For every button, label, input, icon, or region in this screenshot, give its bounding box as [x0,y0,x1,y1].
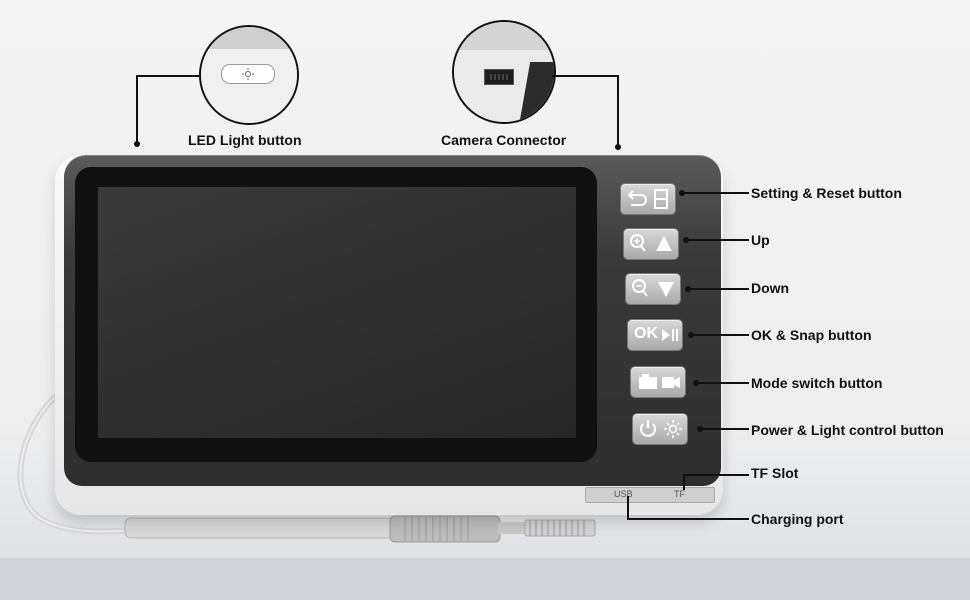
leader-line [696,382,749,384]
display-screen [98,187,576,438]
tf-slot-label: TF [674,489,685,499]
label-ok-snap: OK & Snap button [751,327,872,343]
leader-line [688,288,749,290]
label-camera-connector: Camera Connector [441,132,567,148]
led-light-button[interactable] [221,64,275,84]
leader-dot [134,141,140,147]
zoom-in-icon [630,234,646,252]
label-down: Down [751,280,790,296]
leader-dot [697,426,703,432]
camera-callout-circle [452,20,556,124]
video-camera-icon [662,377,680,388]
label-up: Up [751,232,770,248]
probe-cable [17,393,168,535]
leader-dot [688,332,694,338]
leader-line [682,192,749,194]
leader-line [683,474,685,490]
led-callout-circle [199,25,299,125]
back-icon [628,190,647,206]
setting-reset-button[interactable] [620,183,676,215]
label-power-light: Power & Light control button [751,422,944,438]
mode-switch-button[interactable] [630,366,686,398]
label-mode-switch: Mode switch button [751,375,883,391]
leader-line [683,474,749,476]
leader-line [552,75,618,77]
port-strip: USB TF [585,487,715,503]
floor-shadow [0,558,970,600]
label-led-light: LED Light button [188,132,302,148]
led-icon [242,68,254,80]
leader-line [136,75,199,77]
usb-port-label: USB [614,489,633,499]
probe-tube [124,515,596,543]
play-pause-icon [662,329,678,341]
light-icon [664,420,682,438]
leader-line [136,75,138,145]
down-triangle-icon [658,282,674,297]
leader-dot [685,286,691,292]
zoom-out-icon [632,279,648,297]
leader-line [691,334,749,336]
leader-line [700,428,749,430]
leader-dot [679,190,685,196]
ok-snap-button[interactable]: OK [627,319,683,351]
leader-line [627,518,749,520]
sd-card-icon [654,189,668,209]
leader-dot [693,380,699,386]
leader-line [617,75,619,147]
down-button[interactable] [625,273,681,305]
leader-dot [615,144,621,150]
leader-line [627,496,629,520]
leader-dot [683,237,689,243]
up-triangle-icon [656,236,672,251]
leader-line [686,239,749,241]
label-tf-slot: TF Slot [751,465,799,481]
photo-icon [639,374,657,389]
label-charging-port: Charging port [751,511,844,527]
up-button[interactable] [623,228,679,260]
camera-connector-port[interactable] [484,69,514,85]
power-light-button[interactable] [632,413,688,445]
label-setting-reset: Setting & Reset button [751,185,902,201]
camera-port-icon [490,74,508,80]
power-icon [640,420,656,437]
ok-label: OK [634,325,658,342]
